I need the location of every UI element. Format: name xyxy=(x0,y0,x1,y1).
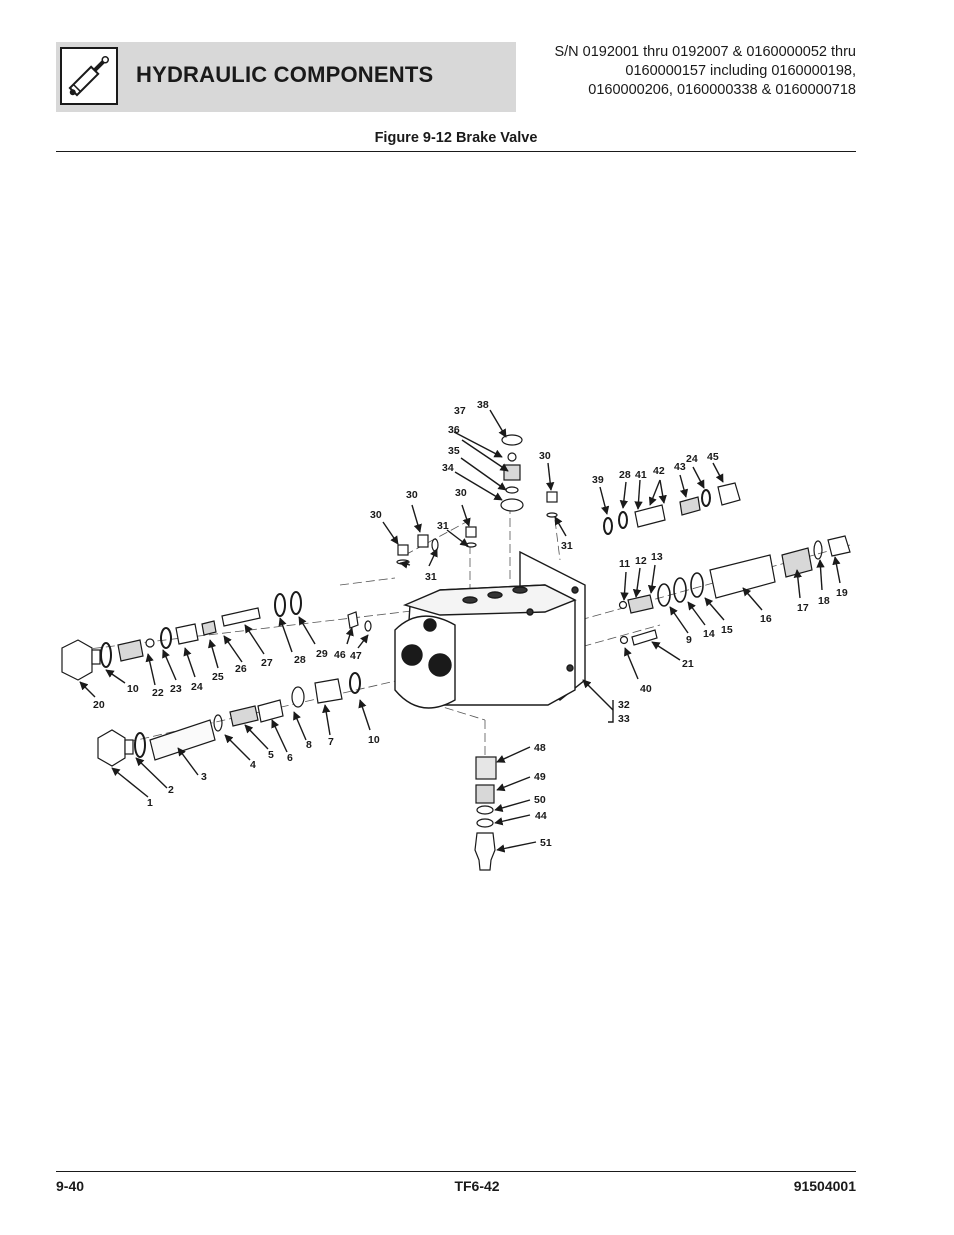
callout-label: 50 xyxy=(534,794,546,806)
callout-label: 43 xyxy=(674,461,686,473)
callout-label: 12 xyxy=(635,555,647,567)
serial-number-range: S/N 0192001 thru 0192007 & 0160000052 th… xyxy=(526,43,856,100)
callout-label: 30 xyxy=(455,487,467,499)
callout-label: 15 xyxy=(721,624,733,636)
callout-label: 30 xyxy=(539,450,551,462)
callout-label: 16 xyxy=(760,613,772,625)
model-number: TF6-42 xyxy=(454,1178,500,1194)
callout-label: 37 xyxy=(454,405,466,417)
callout-label: 22 xyxy=(152,687,164,699)
callout-label: 27 xyxy=(261,657,273,669)
callout-label: 8 xyxy=(306,739,312,751)
callout-label: 40 xyxy=(640,683,652,695)
callout-label: 26 xyxy=(235,663,247,675)
callout-label: 19 xyxy=(836,587,848,599)
manual-number: 91504001 xyxy=(793,1178,856,1194)
callout-label: 1 xyxy=(147,797,153,809)
callout-label: 46 xyxy=(334,649,346,661)
callout-label: 14 xyxy=(703,628,715,640)
callout-label: 38 xyxy=(477,399,489,411)
callout-label: 42 xyxy=(653,465,665,477)
callout-label: 34 xyxy=(442,462,454,474)
callout-label: 28 xyxy=(619,469,631,481)
callout-label: 10 xyxy=(127,683,139,695)
callout-label: 17 xyxy=(797,602,809,614)
callout-label: 20 xyxy=(93,699,105,711)
callout-label: 6 xyxy=(287,752,293,764)
callout-label: 31 xyxy=(425,571,437,583)
callout-label: 32 xyxy=(618,699,630,711)
callout-label: 29 xyxy=(316,648,328,660)
footer-rule xyxy=(56,1171,856,1172)
callout-label: 10 xyxy=(368,734,380,746)
callout-label: 24 xyxy=(191,681,203,693)
callout-label: 31 xyxy=(437,520,449,532)
header-rule xyxy=(56,151,856,152)
callout-label: 30 xyxy=(406,489,418,501)
upper-right-parts xyxy=(603,482,851,646)
header-band xyxy=(56,42,516,112)
callout-label: 23 xyxy=(170,683,182,695)
callout-label: 49 xyxy=(534,771,546,783)
top-fittings xyxy=(347,434,558,632)
callout-32-33-bracket xyxy=(582,679,614,723)
callout-label: 2 xyxy=(168,784,174,796)
callout-label: 36 xyxy=(448,424,460,436)
callout-label: 11 xyxy=(619,558,630,570)
callout-leaders xyxy=(79,409,841,853)
callout-label: 30 xyxy=(370,509,382,521)
callout-label: 45 xyxy=(707,451,719,463)
callout-label: 47 xyxy=(350,650,362,662)
callout-label: 35 xyxy=(448,445,460,457)
callout-label: 28 xyxy=(294,654,306,666)
serial-line: S/N 0192001 thru 0192007 & 0160000052 th… xyxy=(554,44,856,60)
callout-label: 13 xyxy=(651,551,663,563)
callout-label: 9 xyxy=(686,634,692,646)
callout-label: 21 xyxy=(682,658,694,670)
callout-label: 33 xyxy=(618,713,630,725)
callout-label: 3 xyxy=(201,771,207,783)
section-title: HYDRAULIC COMPONENTS xyxy=(136,62,434,87)
upper-left-parts xyxy=(61,591,302,681)
serial-line: 0160000157 including 0160000198, xyxy=(625,63,856,79)
callout-label: 18 xyxy=(818,595,830,607)
callout-label: 7 xyxy=(328,736,334,748)
callout-label: 39 xyxy=(592,474,604,486)
hydraulic-cylinder-icon xyxy=(60,47,118,105)
callout-label: 44 xyxy=(535,810,547,822)
figure-caption: Figure 9-12 Brake Valve xyxy=(374,130,538,146)
serial-line: 0160000206, 0160000338 & 0160000718 xyxy=(588,82,856,98)
callout-label: 24 xyxy=(686,453,698,465)
callout-label: 4 xyxy=(250,759,256,771)
callout-label: 51 xyxy=(540,837,552,849)
callout-label: 5 xyxy=(268,749,274,761)
callout-label: 25 xyxy=(212,671,224,683)
lower-left-parts xyxy=(97,672,361,767)
page-number: 9-40 xyxy=(56,1178,85,1194)
valve-body xyxy=(394,550,586,709)
callout-label: 41 xyxy=(635,469,647,481)
callout-label: 48 xyxy=(534,742,546,754)
callout-label: 31 xyxy=(561,540,573,552)
bottom-stack xyxy=(474,756,497,871)
callout-labels: 1 2 3 4 5 6 7 8 9 10 10 11 12 13 14 15 1… xyxy=(93,399,848,849)
